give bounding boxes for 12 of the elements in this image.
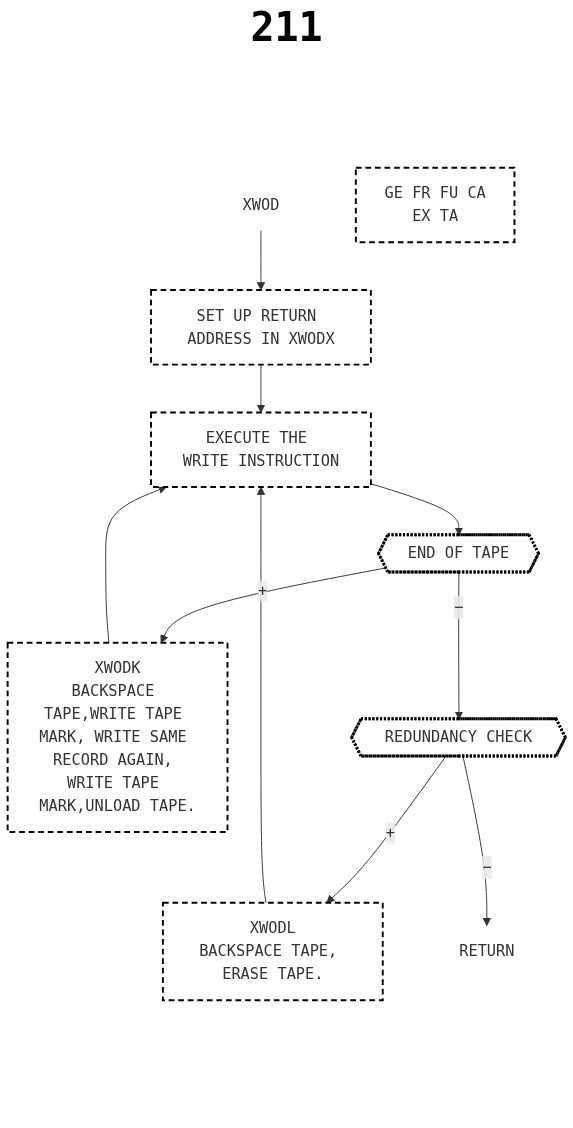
node-box: EXECUTE THE WRITE INSTRUCTION xyxy=(150,411,372,488)
node-box: GE FR FU CA EX TA xyxy=(354,166,516,244)
page-number: 211 xyxy=(250,4,323,50)
node-text: RETURN xyxy=(459,941,515,961)
node-box: SET UP RETURN ADDRESS IN XWODX xyxy=(150,289,372,366)
edge-label: + xyxy=(257,581,268,600)
node-box: XWODL BACKSPACE TAPE, ERASE TAPE. xyxy=(161,901,384,1002)
edge-label: − xyxy=(482,857,492,877)
node-box: XWODK BACKSPACE TAPE,WRITE TAPE MARK, WRITE SAME RECORD AGAIN, WRITE TAPE MARK,UNLOAD TAPE. xyxy=(6,641,229,833)
edge-label: + xyxy=(385,823,395,842)
edge-label: − xyxy=(453,597,464,617)
node-text: XWOD xyxy=(242,195,280,214)
